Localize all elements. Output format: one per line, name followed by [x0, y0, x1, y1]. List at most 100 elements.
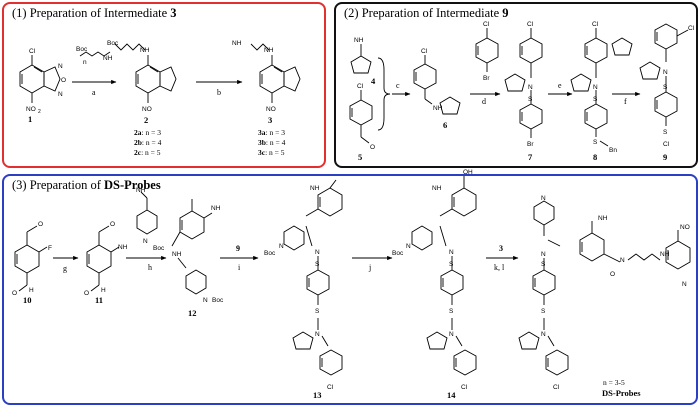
panel-title-text: Preparation of	[29, 178, 101, 192]
atom-n: N	[663, 69, 668, 76]
panel-intermediate-3: (1) Preparation of Intermediate 3	[2, 2, 326, 168]
atom-s: S	[541, 308, 546, 315]
panel-title: (3) Preparation of DS-Probes	[12, 178, 161, 193]
panel-intermediate-9: (2) Preparation of Intermediate 9	[334, 2, 698, 168]
compound-10-structure	[14, 225, 48, 292]
variant-2c: 2c: n = 5	[134, 148, 161, 157]
atom-cl: Cl	[461, 384, 468, 391]
compound-9-label: 9	[663, 152, 667, 162]
atom-s: S	[528, 96, 533, 103]
panel-target: DS-Probes	[103, 178, 161, 192]
variant-3c: 3c: n = 5	[258, 148, 285, 157]
atom-oh: OH	[463, 169, 473, 176]
compound-3-structure	[250, 43, 301, 103]
atom-s: S	[449, 261, 454, 268]
atom-n: N	[528, 84, 533, 91]
compound-6-structure	[413, 55, 461, 115]
variant-3a: 3a: n = 3	[258, 128, 285, 137]
condition-a: a	[92, 88, 96, 97]
atom-no2: NO	[26, 106, 36, 113]
atom-s: S	[315, 261, 320, 268]
atom-h: H	[101, 287, 106, 294]
compound-10-label: 10	[23, 295, 32, 305]
atom-nh: NH	[211, 205, 221, 212]
compound-3-label: 3	[268, 115, 272, 125]
ds-probes-structure	[518, 200, 691, 376]
atom-nh: NH	[140, 47, 150, 54]
atom-no2: NO	[680, 224, 690, 231]
panel-title: (1) Preparation of Intermediate 3	[12, 6, 177, 21]
atom-n: N	[541, 331, 546, 338]
atom-n: N	[315, 249, 320, 256]
compound-2-label: 2	[144, 115, 148, 125]
condition-i: i	[238, 263, 241, 272]
atom-n: N	[449, 249, 454, 256]
atom-no2: NO	[266, 106, 276, 113]
compound-11-structure	[86, 225, 120, 292]
atom-cl: Cl	[553, 384, 560, 391]
atom-cl: Cl	[527, 21, 534, 28]
atom-boc: Boc	[212, 297, 224, 304]
atom-o: O	[12, 290, 17, 297]
atom-cl: Cl	[688, 25, 695, 32]
panel-number: (2)	[344, 6, 359, 20]
reagent-9-label: 9	[236, 244, 240, 253]
atom-n: N	[203, 297, 208, 304]
atom-nh2: NH	[136, 187, 146, 194]
atom-nh: NH	[432, 185, 442, 192]
atom-cl: Cl	[421, 48, 428, 55]
panel-ds-probes: (3) Preparation of DS-Probes	[2, 174, 698, 405]
compound-7-structure	[504, 28, 543, 138]
atom-n-h: N	[541, 195, 546, 202]
reagent-3-label: 3	[499, 244, 503, 253]
condition-f: f	[624, 97, 627, 106]
atom-n: N	[593, 84, 598, 91]
atom-s: S	[449, 308, 454, 315]
atom-boc: Boc	[107, 40, 119, 47]
atom-n-index: n	[83, 59, 87, 66]
atom-s: S	[315, 308, 320, 315]
probe-range: n = 3-5	[603, 378, 625, 387]
variant-2b: 2b: n = 4	[134, 138, 162, 147]
condition-b: b	[217, 88, 221, 97]
compound-13-label: 13	[313, 390, 322, 400]
compound-11-label: 11	[95, 295, 103, 305]
condition-kl: k, l	[494, 263, 505, 272]
atom-cl: Cl	[29, 48, 36, 55]
panel-target: 9	[502, 6, 509, 20]
atom-n: N	[143, 238, 148, 245]
atom-n: N	[682, 281, 687, 288]
compound-12-structure	[171, 199, 213, 295]
condition-g: g	[63, 264, 67, 273]
atom-n: N	[279, 243, 284, 250]
compound-7-label: 7	[528, 152, 533, 162]
compound-4-structure	[350, 44, 372, 74]
atom-s: S	[593, 139, 598, 146]
atom-boc: Boc	[153, 245, 165, 252]
panel-number: (3)	[12, 178, 27, 192]
atom-cl: Cl	[592, 21, 599, 28]
atom-n: N	[406, 243, 411, 250]
atom-nh: NH	[433, 105, 443, 112]
compound-2-structure	[114, 43, 177, 103]
atom-nh2: NH	[232, 40, 242, 47]
compound-5-label: 5	[358, 152, 362, 162]
atom-n: N	[620, 257, 625, 264]
condition-d: d	[482, 97, 486, 106]
atom-s: S	[541, 261, 546, 268]
atom-o: O	[38, 221, 43, 228]
condition-h: h	[148, 263, 152, 272]
condition-e: e	[558, 81, 562, 90]
compound-9-structure	[639, 23, 689, 126]
atom-nh: NH	[310, 185, 320, 192]
atom-br: Br	[527, 141, 534, 148]
atom-n: N	[58, 63, 63, 70]
atom-nh2: NH	[354, 37, 364, 44]
atom-nh: NH	[598, 215, 608, 222]
panel-title-text: Preparation of Intermediate	[29, 6, 168, 20]
condition-j: j	[368, 263, 371, 272]
atom-nh: NH	[660, 251, 670, 258]
atom-cl: Cl	[357, 83, 364, 90]
compound-1-structure	[19, 55, 61, 103]
atom-boc: Boc	[264, 250, 276, 257]
